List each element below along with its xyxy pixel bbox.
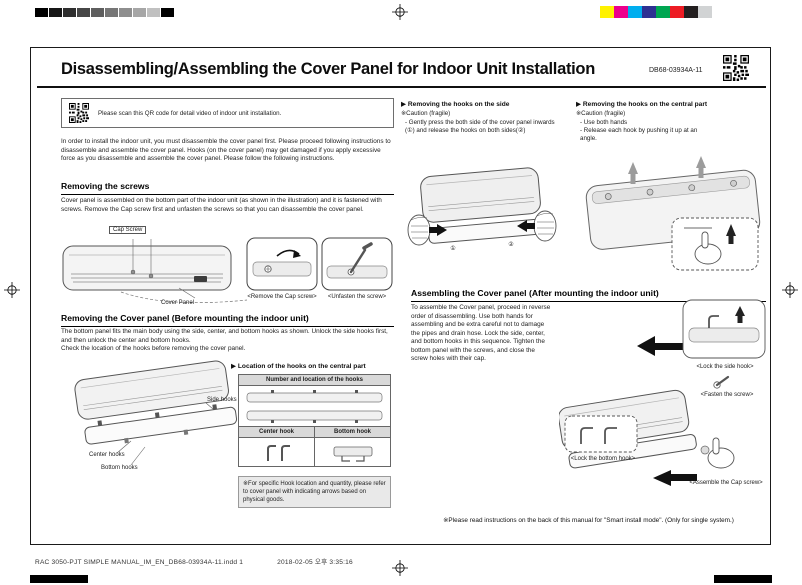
cover-panel-label: Cover Panel	[161, 300, 195, 306]
removing-central-step-1: - Use both hands	[580, 119, 628, 126]
registration-crosshair-icon	[4, 282, 20, 298]
illustration-central-hooks	[576, 144, 766, 276]
removing-central-step-2: - Release each hook by pushing it up at …	[580, 127, 698, 143]
step-marker-2: ②	[508, 242, 514, 248]
hook-location-table: Number and location of the hooks Center …	[238, 374, 391, 467]
registration-crosshair-icon	[782, 282, 798, 298]
hook-table-subheaders: Center hook Bottom hook	[238, 427, 391, 438]
section-heading-assembling: Assembling the Cover panel (After mounti…	[411, 288, 766, 302]
illustration-hook-locations: Side hooks Center hooks Bottom hooks	[61, 353, 261, 481]
bottom-hook-column-header: Bottom hook	[314, 427, 390, 437]
qr-instruction-text: Please scan this QR code for detail vide…	[98, 109, 282, 117]
illustration-press-sides: ① ②	[403, 146, 561, 278]
removing-cover-text-2: Check the location of the hooks before r…	[61, 345, 246, 353]
page-title: Disassembling/Assembling the Cover Panel…	[61, 60, 595, 78]
trim-bar	[714, 575, 772, 583]
trim-bar	[30, 575, 88, 583]
caption-lock-side-hook: <Lock the side hook>	[696, 364, 754, 370]
bottom-hook-cell	[314, 438, 390, 466]
hook-positions-diagram	[246, 390, 383, 423]
caption-remove-cap-screw: <Remove the Cap screw>	[247, 294, 317, 300]
qr-code-icon	[69, 103, 89, 123]
title-rule	[37, 86, 766, 89]
center-hook-diagram	[266, 445, 290, 461]
doc-number: DB68-03934A-11	[649, 67, 703, 74]
center-hook-cell	[239, 438, 314, 466]
caption-assemble-cap-screw: <Assemble the Cap screw>	[689, 480, 763, 486]
central-hooks-illustration	[585, 156, 761, 271]
removing-side-caution: ※Caution (fragile)	[401, 110, 451, 117]
illustration-removing-screws: Cap Screw Cover Panel <Remove the Cap sc…	[61, 224, 394, 312]
section-heading-removing-cover: Removing the Cover panel (Before mountin…	[61, 313, 394, 327]
indoor-unit-screws-illustration	[62, 237, 393, 304]
bottom-hooks-label: Bottom hooks	[101, 465, 138, 471]
assembling-paragraph: To assemble the Cover panel, proceed in …	[411, 304, 551, 363]
removing-cover-paragraph: The bottom panel fits the main body usin…	[61, 328, 394, 354]
smart-install-note: ※Please read instructions on the back of…	[443, 517, 734, 524]
hook-table-header: Number and location of the hooks	[238, 374, 391, 386]
intro-paragraph: In order to install the indoor unit, you…	[61, 138, 391, 163]
illustration-assembling: <Lock the side hook> <Fasten the screw> …	[558, 298, 769, 516]
hook-table-image-row	[238, 386, 391, 427]
caption-lock-bottom-hook: <Lock the bottom hook>	[570, 456, 636, 462]
indoor-unit-hooks-illustration	[74, 360, 238, 466]
center-hooks-label: Center hooks	[89, 452, 125, 458]
section-heading-removing-screws: Removing the screws	[61, 181, 394, 195]
print-footer: RAC 3050-PJT SIMPLE MANUAL_IM_EN_DB68-03…	[35, 556, 387, 566]
hook-location-caption: ▶ Location of the hooks on the central p…	[231, 363, 366, 370]
grayscale-calibration-strip	[35, 8, 175, 26]
assembling-illustration	[558, 299, 766, 486]
footer-datetime: 2018-02-05 오후 3:35:16	[277, 559, 353, 566]
bottom-hook-diagram	[333, 446, 372, 462]
side-hooks-label: Side hooks	[207, 397, 237, 403]
hook-table-note: ※For specific Hook location and quantity…	[238, 476, 391, 509]
manual-page: Disassembling/Assembling the Cover Panel…	[30, 47, 771, 545]
removing-screws-paragraph: Cover panel is assembled on the bottom p…	[61, 197, 382, 213]
color-calibration-strip	[600, 6, 712, 24]
removing-central-caution: ※Caution (fragile)	[576, 110, 626, 117]
hook-table-image-row-2	[238, 438, 391, 467]
removing-side-title: ▶ Removing the hooks on the side	[401, 101, 510, 108]
caption-fasten-screw: <Fasten the screw>	[700, 392, 754, 398]
press-sides-illustration	[407, 167, 557, 246]
qr-code-icon	[723, 55, 749, 81]
cap-screw-label: Cap Screw	[109, 226, 147, 234]
center-hook-column-header: Center hook	[258, 429, 294, 435]
registration-crosshair-icon	[392, 560, 408, 576]
footer-filename: RAC 3050-PJT SIMPLE MANUAL_IM_EN_DB68-03…	[35, 559, 244, 566]
caption-unfasten-screw: <Unfasten the screw>	[327, 294, 387, 300]
registration-crosshair-icon	[392, 4, 408, 20]
removing-central-title: ▶ Removing the hooks on the central part	[576, 101, 708, 108]
step-marker-1: ①	[450, 246, 456, 252]
removing-cover-text-1: The bottom panel fits the main body usin…	[61, 328, 388, 344]
qr-instruction-box: Please scan this QR code for detail vide…	[61, 98, 394, 128]
removing-side-step: - Gently press the both side of the cove…	[405, 119, 555, 135]
